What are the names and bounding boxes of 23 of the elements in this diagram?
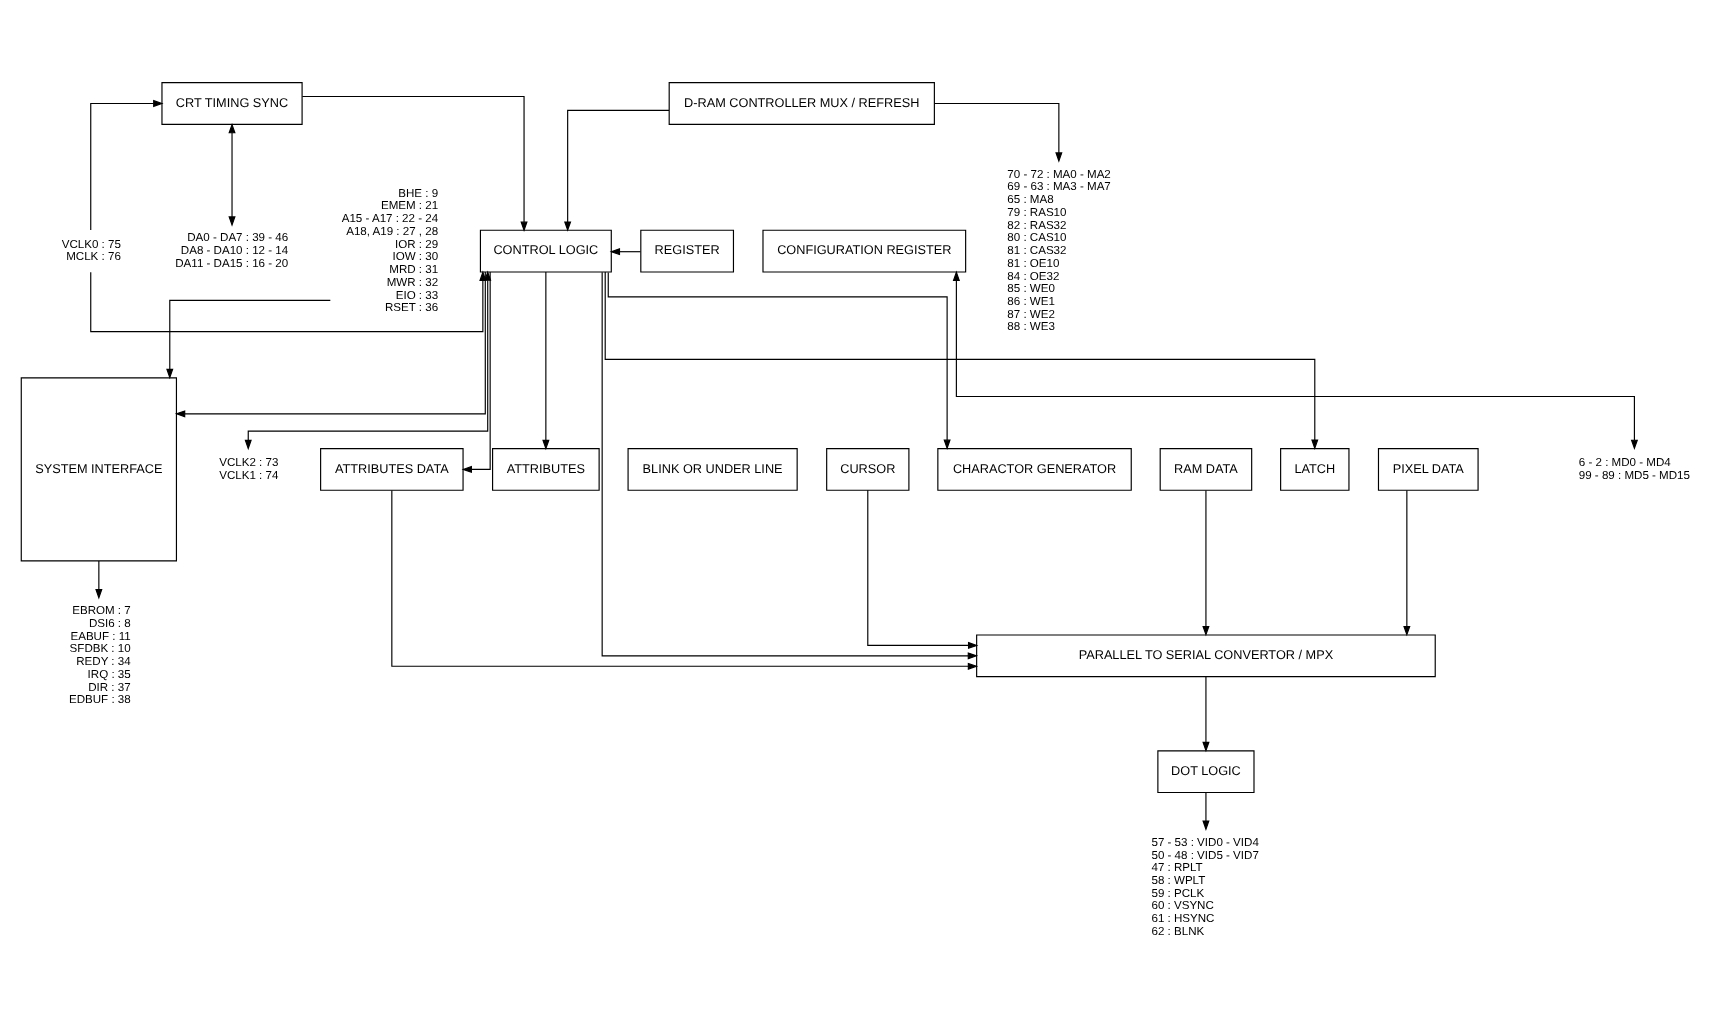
- arrow: [90, 269, 487, 332]
- arrow: [174, 270, 486, 417]
- arrow: [867, 488, 979, 649]
- arrow: [166, 298, 331, 379]
- arrow: [952, 269, 1639, 450]
- arrow: [301, 94, 528, 232]
- arrow: [1403, 488, 1411, 636]
- arrow: [228, 121, 236, 226]
- arrow: [244, 269, 492, 450]
- arrow: [461, 270, 491, 473]
- arrow: [95, 559, 103, 599]
- arrow: [1202, 488, 1210, 636]
- arrow: [542, 270, 550, 450]
- arrow: [609, 247, 642, 255]
- arrow: [601, 270, 979, 659]
- arrow: [391, 488, 979, 669]
- arrow: [607, 270, 951, 449]
- arrow: [604, 270, 1319, 449]
- arrow: [1202, 791, 1210, 830]
- arrow: [1202, 675, 1210, 752]
- arrow: [90, 98, 164, 230]
- arrow: [933, 101, 1063, 162]
- arrow: [564, 108, 670, 231]
